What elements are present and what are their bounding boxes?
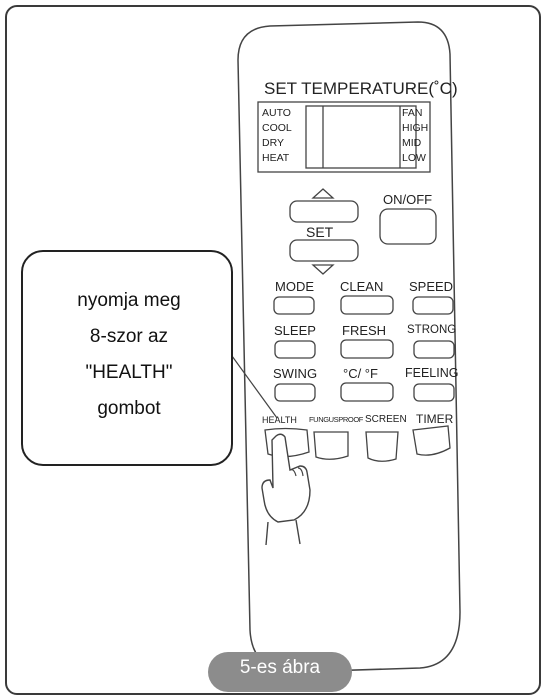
onoff-label: ON/OFF <box>383 192 433 207</box>
swing-label: SWING <box>273 366 318 381</box>
fan-high-label: HIGH <box>402 122 429 134</box>
mode-label-heat: HEAT <box>262 152 290 164</box>
speed-button <box>412 296 454 315</box>
callout-line-4: gombot <box>97 398 161 419</box>
set-up-button <box>289 200 359 223</box>
strong-label: STRONG <box>407 324 457 336</box>
figure-caption: 5-es ábra <box>208 652 352 692</box>
up-arrow-icon <box>311 188 335 199</box>
fresh-label: FRESH <box>342 323 387 338</box>
instruction-callout: nyomja meg 8-szor az "HEALTH" gombot <box>21 250 233 466</box>
timer-label: TIMER <box>416 412 454 426</box>
down-arrow-icon <box>311 264 335 275</box>
strong-button <box>413 340 455 359</box>
callout-line-1: nyomja meg <box>77 290 181 311</box>
temp-unit-label: °C/ °F <box>343 366 378 381</box>
timer-button <box>412 425 451 456</box>
sleep-label: SLEEP <box>274 323 316 338</box>
clean-label: CLEAN <box>340 279 384 294</box>
pointing-hand-icon <box>261 433 311 523</box>
display-title: SET TEMPERATURE(˚C) <box>264 79 458 98</box>
mode-label: MODE <box>275 279 314 294</box>
mode-label-cool: COOL <box>262 122 292 134</box>
mode-label-dry: DRY <box>262 137 284 149</box>
set-down-button <box>289 239 359 262</box>
fungusproof-label: FUNGUSPROOF <box>309 415 363 424</box>
fresh-button <box>340 339 394 359</box>
fan-label: FAN <box>402 107 423 119</box>
feeling-button <box>413 383 455 402</box>
swing-button <box>274 383 316 402</box>
clean-button <box>340 295 394 315</box>
callout-connector <box>231 355 278 419</box>
remote-control <box>231 21 461 673</box>
screen-label: SCREEN <box>365 414 407 425</box>
health-label: HEALTH <box>262 415 297 425</box>
feeling-label: FEELING <box>405 366 459 380</box>
mode-label-auto: AUTO <box>262 107 291 119</box>
callout-line-3: "HEALTH" <box>85 362 173 383</box>
temp-unit-button <box>340 382 394 402</box>
screen-button <box>365 431 399 462</box>
fungusproof-button <box>313 431 349 460</box>
fan-low-label: LOW <box>402 152 426 164</box>
fan-mid-label: MID <box>402 137 422 149</box>
display-screen <box>305 105 417 169</box>
speed-label: SPEED <box>409 279 454 294</box>
set-label: SET <box>306 224 334 240</box>
callout-line-2: 8-szor az <box>89 326 169 347</box>
mode-button <box>273 296 315 315</box>
sleep-button <box>274 340 316 359</box>
onoff-button <box>379 208 437 245</box>
